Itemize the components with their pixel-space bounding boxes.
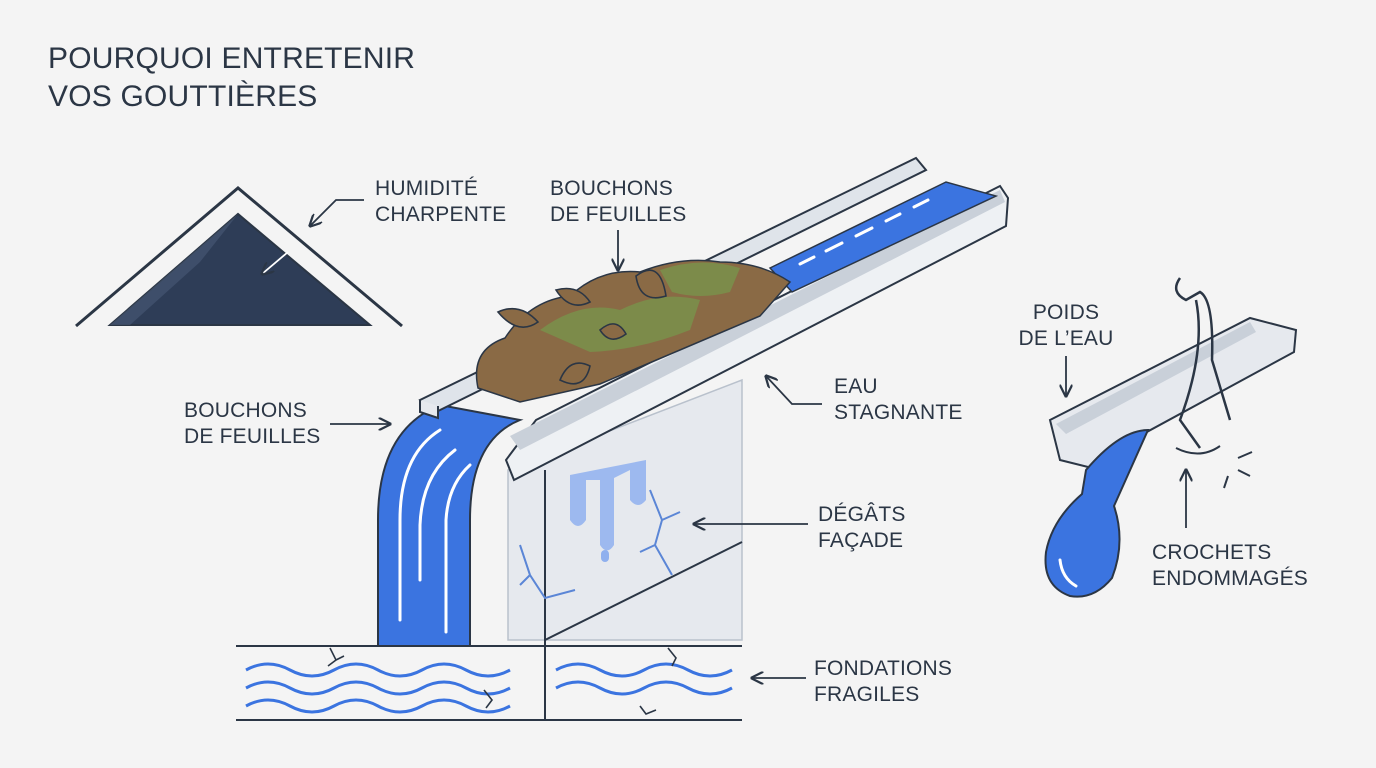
label-line: EAU: [834, 375, 878, 398]
main-gutter: [418, 156, 1010, 482]
label-fondations-fragiles: FONDATIONS FRAGILES: [814, 656, 952, 708]
label-crochets-endommages: CROCHETS ENDOMMAGÉS: [1152, 540, 1308, 592]
label-humidite-charpente: HUMIDITÉ CHARPENTE: [375, 176, 506, 228]
label-line: FRAGILES: [814, 683, 920, 706]
label-line: CROCHETS: [1152, 541, 1272, 564]
foundation-ground: [236, 645, 742, 721]
page-title: POURQUOI ENTRETENIR VOS GOUTTIÈRES: [48, 40, 415, 116]
label-line: HUMIDITÉ: [375, 177, 479, 200]
arrow-humidite: [310, 199, 364, 226]
label-degats-facade: DÉGÂTS FAÇADE: [818, 502, 906, 554]
label-eau-stagnante: EAU STAGNANTE: [834, 374, 963, 426]
label-bouchons-top: BOUCHONS DE FEUILLES: [550, 176, 686, 228]
label-line: DÉGÂTS: [818, 503, 906, 526]
label-line: CHARPENTE: [375, 203, 507, 226]
label-line: BOUCHONS: [184, 399, 307, 422]
roof-icon: [75, 186, 403, 328]
facade-wall: [507, 378, 743, 720]
arrow-eau: [766, 376, 822, 405]
downspout-water: [377, 403, 524, 647]
label-line: POIDS: [1032, 301, 1100, 324]
title-line-2: VOS GOUTTIÈRES: [48, 80, 318, 113]
label-line: BOUCHONS: [550, 177, 673, 200]
label-line: FAÇADE: [818, 529, 904, 552]
label-bouchons-left: BOUCHONS DE FEUILLES: [184, 398, 320, 450]
label-line: DE L’EAU: [1018, 327, 1114, 350]
label-poids-eau: POIDS DE L’EAU: [1016, 300, 1116, 352]
label-line: DE FEUILLES: [550, 203, 687, 226]
label-line: FONDATIONS: [814, 657, 953, 680]
title-line-1: POURQUOI ENTRETENIR: [48, 42, 416, 75]
arrow-roof-inner: [262, 251, 289, 274]
label-line: DE FEUILLES: [184, 425, 321, 448]
label-line: STAGNANTE: [834, 401, 963, 424]
damaged-hook-detail: [1044, 277, 1298, 598]
label-line: ENDOMMAGÉS: [1152, 567, 1309, 590]
